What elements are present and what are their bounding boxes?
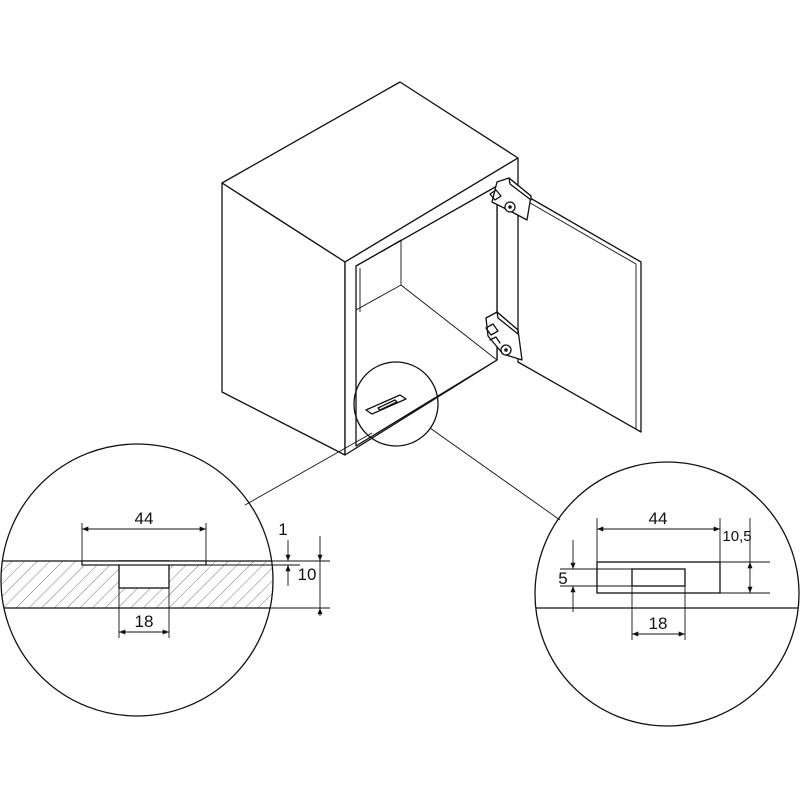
leader-right [429,427,561,521]
detail-right-circle [534,461,800,727]
cabinet [221,81,642,456]
detail-right-front: 44 18 5 10,5 [534,461,800,727]
dim-10-5-label: 10,5 [722,528,751,545]
dim-18-left-label: 18 [135,612,154,631]
hinge-upper [489,177,532,221]
dim-44-left-label: 44 [135,509,154,528]
cabinet-back-inner [355,239,402,311]
dim-10-label: 10 [298,565,317,584]
detail-left-section: 44 18 1 10 [0,443,330,717]
dim-44-right-label: 44 [649,509,668,528]
detail-callout-circle [353,361,439,447]
catch-slot [631,568,686,587]
catch-flange [81,560,207,566]
cabinet-door [517,190,642,433]
dim-18-right-label: 18 [649,614,668,633]
dim-1-label: 1 [278,520,287,539]
dim-5-label: 5 [558,569,567,588]
hinge-lower [485,311,523,361]
detail-left-circle [0,443,274,717]
leader-left [244,432,373,506]
catch-small [365,394,407,415]
